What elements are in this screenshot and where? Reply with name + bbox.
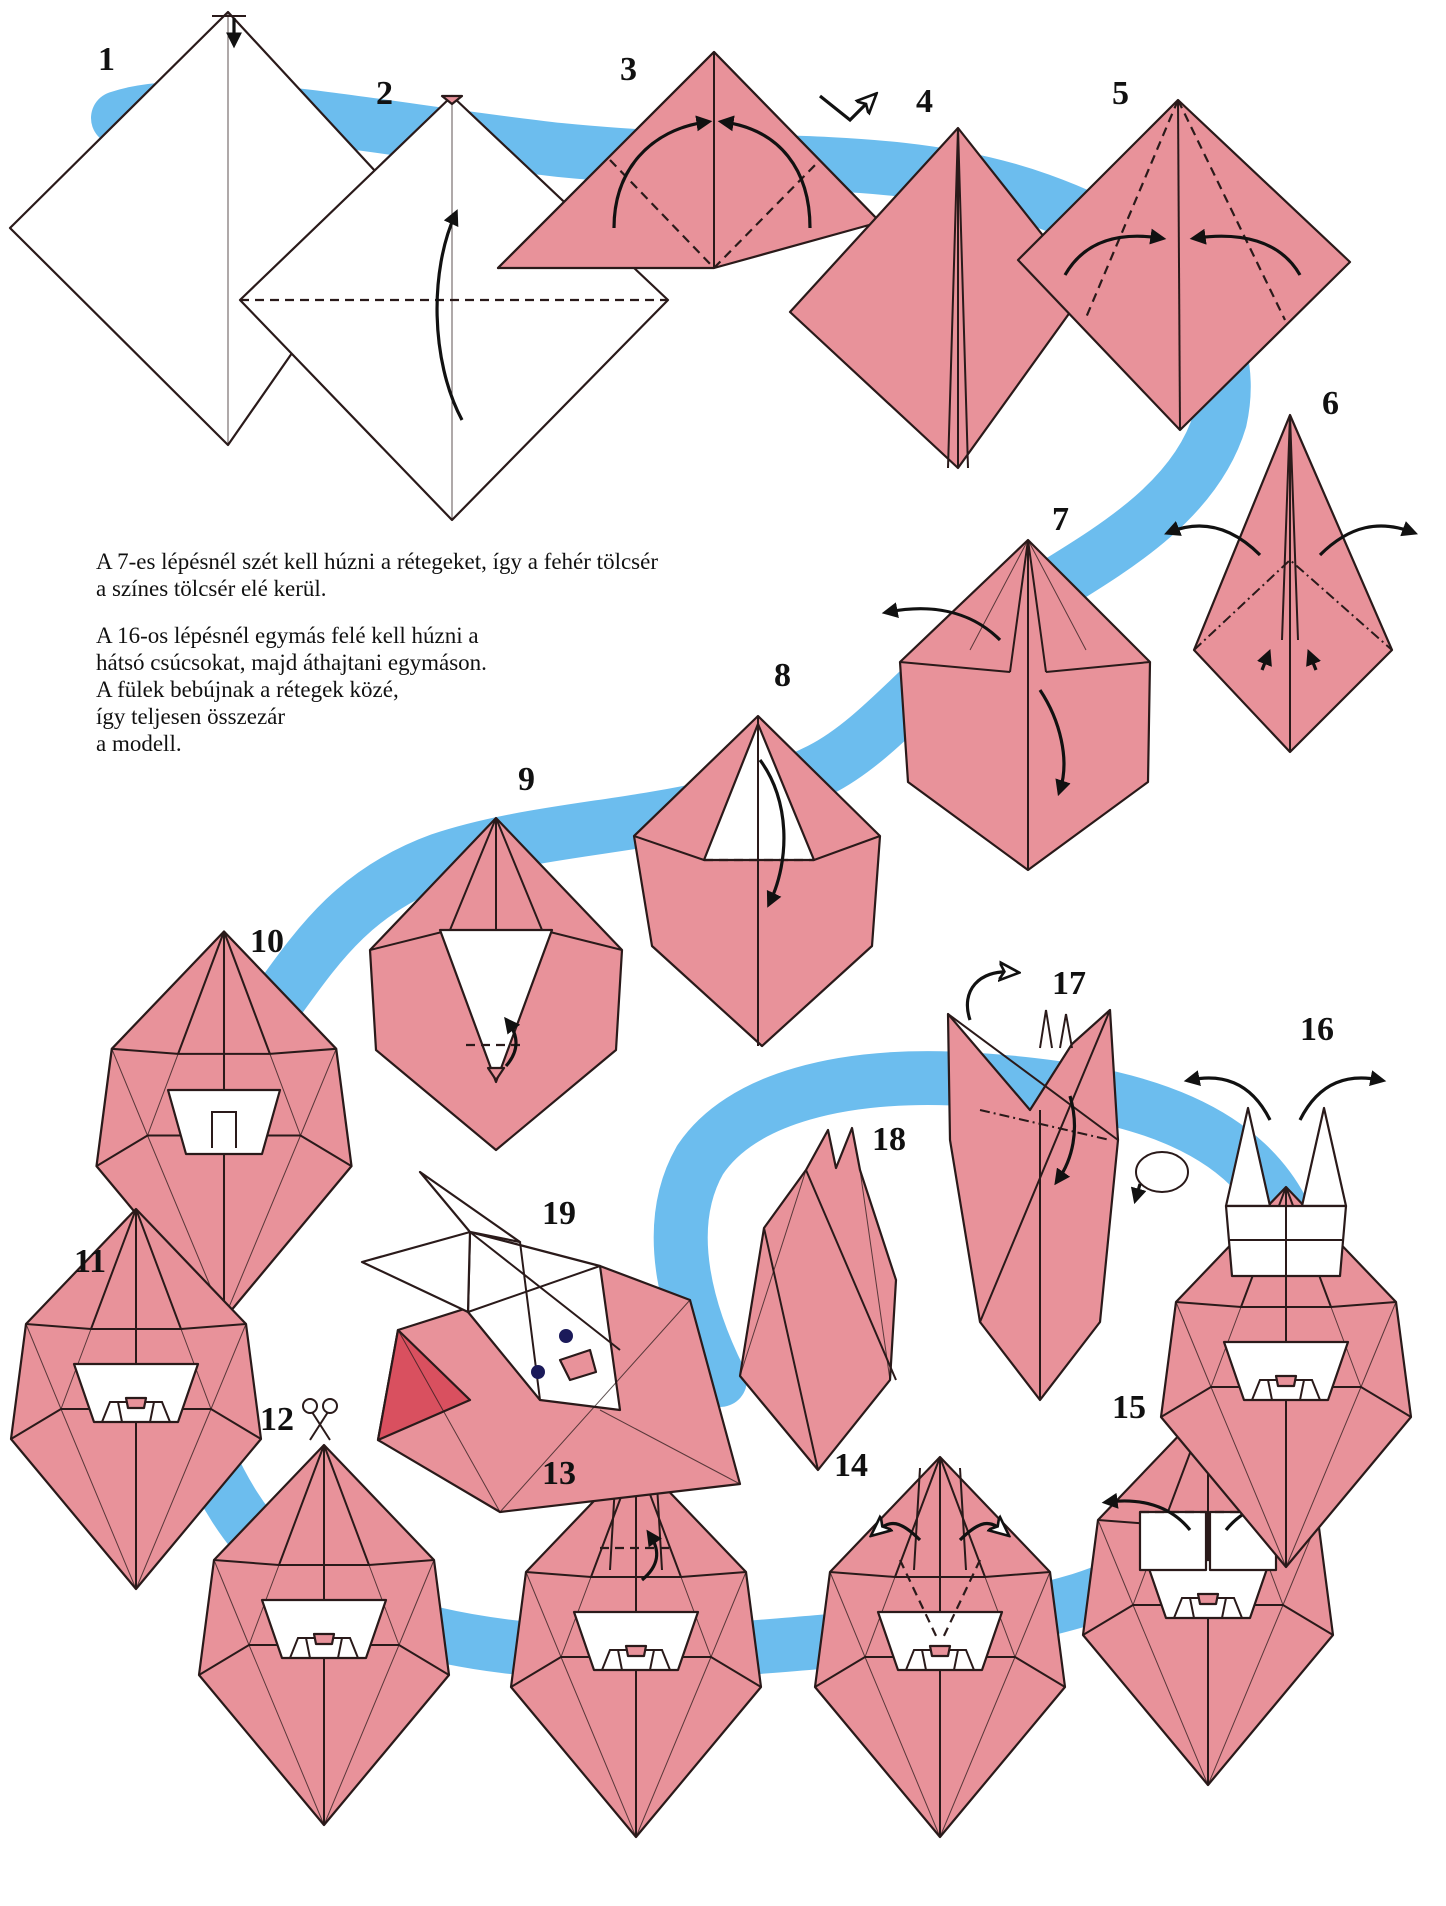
scissors-icon (303, 1399, 337, 1440)
note-line: A 7-es lépésnél szét kell húzni a rétege… (96, 548, 896, 575)
step-number: 18 (872, 1121, 906, 1158)
step-5 (1018, 100, 1350, 430)
step-number: 10 (250, 923, 284, 960)
step-number: 4 (916, 83, 933, 120)
step-18 (740, 1128, 896, 1470)
note-line: hátsó csúcsokat, majd áthajtani egymáson… (96, 649, 896, 676)
step-number: 9 (518, 761, 535, 798)
step-13 (511, 1457, 761, 1837)
step-number: 12 (260, 1401, 294, 1438)
step-number: 16 (1300, 1011, 1334, 1048)
step-number: 5 (1112, 75, 1129, 112)
step-number: 6 (1322, 385, 1339, 422)
instruction-notes: A 7-es lépésnél szét kell húzni a rétege… (96, 548, 896, 757)
step-14 (815, 1457, 1065, 1837)
note-line: így teljesen összezár (96, 703, 896, 730)
note-spacer (96, 602, 896, 622)
step-number: 17 (1052, 965, 1086, 1002)
note-line: A 16-os lépésnél egymás felé kell húzni … (96, 622, 896, 649)
note-line: a modell. (96, 730, 896, 757)
step-number: 11 (74, 1243, 106, 1280)
step-number: 1 (98, 41, 115, 78)
step-number: 7 (1052, 501, 1069, 538)
turn-over-icon (1136, 1152, 1188, 1198)
step-number: 19 (542, 1195, 576, 1232)
step-number: 3 (620, 51, 637, 88)
note-line: A fülek bebújnak a rétegek közé, (96, 676, 896, 703)
step-number: 15 (1112, 1389, 1146, 1426)
step-number: 14 (834, 1447, 868, 1484)
note-line: a színes tölcsér elé kerül. (96, 575, 896, 602)
step-number: 2 (376, 75, 393, 112)
step-7 (888, 540, 1150, 870)
step-17 (948, 972, 1118, 1400)
step-number: 13 (542, 1455, 576, 1492)
